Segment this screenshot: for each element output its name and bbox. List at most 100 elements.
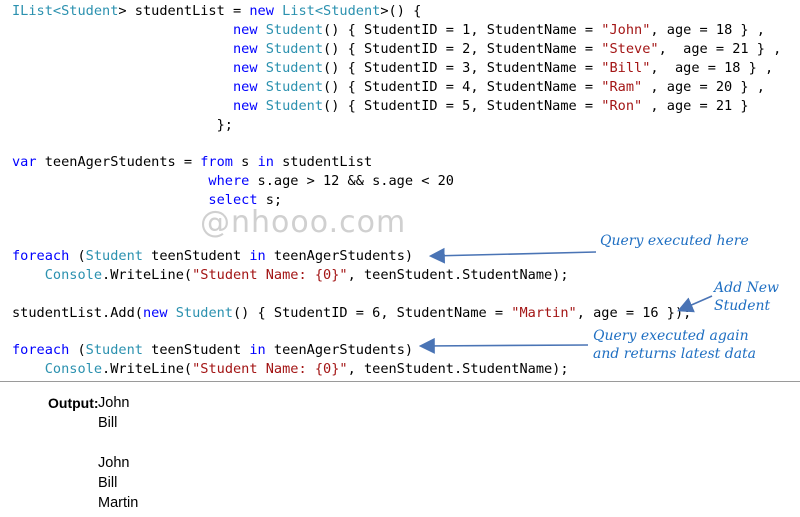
- code-token: Student: [323, 3, 381, 19]
- code-token: s.age > 12 && s.age < 20: [249, 173, 454, 189]
- output-line: John: [98, 455, 130, 471]
- code-line: where s.age > 12 && s.age < 20: [12, 172, 454, 191]
- code-line: new Student() { StudentID = 4, StudentNa…: [12, 78, 765, 97]
- code-token: foreach: [12, 248, 70, 264]
- code-token: new: [232, 22, 258, 38]
- annotation-query-executed-again: Query executed again: [593, 328, 749, 344]
- code-token: , teenStudent.StudentName);: [347, 267, 569, 283]
- annotation-student: Student: [714, 298, 771, 314]
- code-token: , age = 21 } ,: [658, 41, 782, 57]
- code-token: "Martin": [511, 305, 577, 321]
- code-token: > studentList =: [118, 3, 250, 19]
- code-token: Student: [265, 60, 324, 76]
- code-token: "Steve": [601, 41, 659, 57]
- divider: [0, 381, 800, 382]
- code-token: in: [257, 154, 274, 170]
- arrow-query-executed-here: [428, 247, 597, 264]
- code-token: in: [249, 248, 266, 264]
- output-line: Martin: [98, 495, 139, 511]
- code-token: () { StudentID = 6, StudentName =: [233, 305, 512, 321]
- code-token: Student: [265, 98, 324, 114]
- code-token: , age = 18 } ,: [650, 22, 765, 38]
- code-token: Student: [175, 305, 233, 321]
- code-line: new Student() { StudentID = 1, StudentNa…: [12, 21, 765, 40]
- code-token: , teenStudent.StudentName);: [347, 361, 569, 377]
- code-token: teenAgerStudents =: [36, 154, 201, 170]
- code-line: var teenAgerStudents = from s in student…: [12, 153, 372, 172]
- code-token: >() {: [380, 3, 422, 19]
- output-label: Output:: [48, 395, 99, 411]
- output-line: Bill: [98, 415, 118, 431]
- code-token: studentList: [273, 154, 373, 170]
- code-token: (: [69, 342, 86, 358]
- code-line: select s;: [12, 191, 282, 210]
- code-token: s: [233, 154, 258, 170]
- code-line: studentList.Add(new Student() { StudentI…: [12, 304, 691, 323]
- code-token: () { StudentID = 1, StudentName =: [323, 22, 602, 38]
- code-token: Student: [265, 22, 324, 38]
- code-token: Student: [85, 342, 143, 358]
- arrow-query-executed-again: [418, 337, 589, 354]
- code-token: Console: [44, 361, 103, 377]
- arrow-add-new-student: [677, 295, 713, 313]
- output-line: John: [98, 395, 130, 411]
- code-token: "Ron": [601, 98, 643, 114]
- code-token: from: [200, 154, 233, 170]
- code-token: () { StudentID = 4, StudentName =: [323, 79, 602, 95]
- code-line: new Student() { StudentID = 5, StudentNa…: [12, 97, 749, 116]
- code-token: new: [232, 79, 258, 95]
- code-token: s;: [257, 192, 283, 208]
- code-line: foreach (Student teenStudent in teenAger…: [12, 247, 413, 266]
- code-line: Console.WriteLine("Student Name: {0}", t…: [12, 266, 569, 285]
- code-token: teenAgerStudents): [265, 248, 414, 264]
- code-token: new: [232, 60, 258, 76]
- code-token: () { StudentID = 2, StudentName =: [323, 41, 602, 57]
- code-line: foreach (Student teenStudent in teenAger…: [12, 341, 413, 360]
- code-token: select: [208, 192, 258, 208]
- code-token: "Bill": [601, 60, 651, 76]
- code-token: (: [69, 248, 86, 264]
- code-token: , age = 18 } ,: [650, 60, 774, 76]
- code-token: "Ram": [601, 79, 643, 95]
- code-token: () { StudentID = 3, StudentName =: [323, 60, 602, 76]
- code-token: };: [12, 117, 233, 133]
- code-token: var: [12, 154, 37, 170]
- code-token: teenStudent: [142, 342, 250, 358]
- output-line: Bill: [98, 475, 118, 491]
- code-token: "Student Name: {0}": [192, 267, 348, 283]
- code-token: Student: [265, 79, 324, 95]
- annotation-query-executed-here: Query executed here: [600, 233, 749, 249]
- code-token: foreach: [12, 342, 70, 358]
- annotation-returns-latest-data: and returns latest data: [593, 346, 757, 362]
- code-line: new Student() { StudentID = 2, StudentNa…: [12, 40, 781, 59]
- code-token: .WriteLine(: [102, 267, 193, 283]
- code-token: new: [142, 305, 168, 321]
- annotation-arrows: [418, 247, 713, 354]
- code-line: new Student() { StudentID = 3, StudentNa…: [12, 59, 773, 78]
- code-token: Student: [61, 3, 119, 19]
- code-token: studentList.Add(: [12, 305, 143, 321]
- code-token: "Student Name: {0}": [192, 361, 348, 377]
- code-token: IList<: [12, 3, 62, 19]
- code-token: () { StudentID = 5, StudentName =: [323, 98, 602, 114]
- code-token: in: [249, 342, 266, 358]
- code-token: new: [232, 98, 258, 114]
- code-line: IList<Student> studentList = new List<St…: [12, 2, 421, 21]
- code-token: Student: [265, 41, 324, 57]
- code-token: new: [249, 3, 274, 19]
- code-token: , age = 20 } ,: [642, 79, 765, 95]
- code-token: , age = 21 }: [642, 98, 749, 114]
- code-token: List<: [282, 3, 324, 19]
- code-token: "John": [601, 22, 651, 38]
- annotation-add-new: Add New: [714, 280, 780, 296]
- code-line: Console.WriteLine("Student Name: {0}", t…: [12, 360, 569, 379]
- code-token: Console: [44, 267, 103, 283]
- code-token: Student: [85, 248, 143, 264]
- code-token: teenStudent: [142, 248, 250, 264]
- code-token: new: [232, 41, 258, 57]
- code-line: };: [12, 116, 233, 135]
- code-token: where: [208, 173, 250, 189]
- code-token: .WriteLine(: [102, 361, 193, 377]
- watermark: @nhooo.com: [200, 205, 407, 240]
- code-token: teenAgerStudents): [265, 342, 414, 358]
